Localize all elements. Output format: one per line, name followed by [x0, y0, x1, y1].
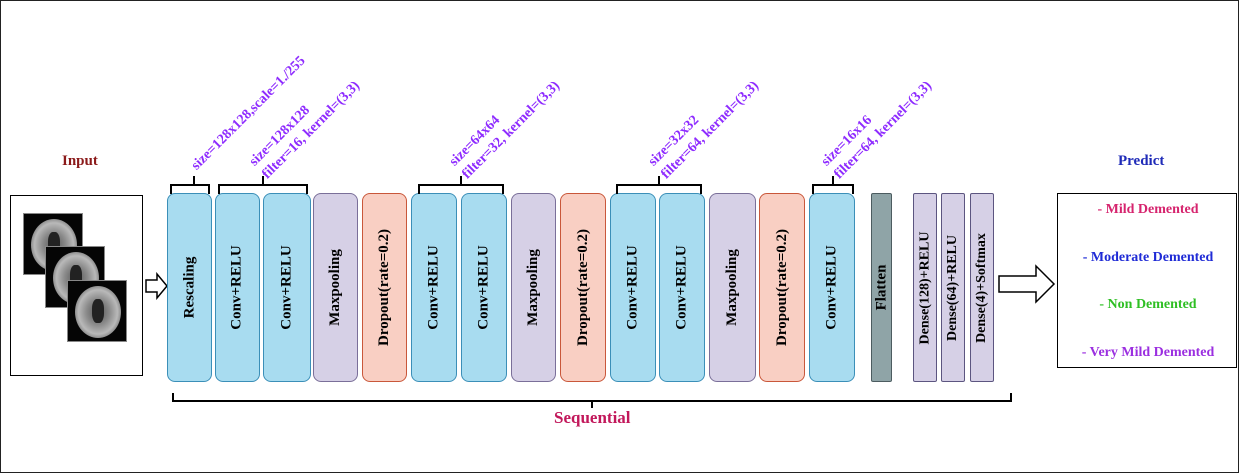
predict-title: Predict: [1118, 153, 1165, 169]
dropout-layer: Dropout(rate=0.2): [362, 193, 407, 382]
flatten-layer: Flatten: [871, 193, 892, 382]
layer-group-bracket: [616, 184, 702, 194]
conv-relu-layer: Conv+RELU: [809, 193, 855, 382]
conv-relu-layer: Conv+RELU: [263, 193, 311, 382]
maxpooling-layer: Maxpooling: [709, 193, 756, 382]
conv-relu-layer: Conv+RELU: [659, 193, 705, 382]
rescaling-layer: Rescaling: [167, 193, 212, 382]
mri-slice-image: [67, 280, 127, 342]
class-non-demented: - Non Demented: [1099, 297, 1197, 312]
bracket-tick: [832, 176, 834, 185]
class-moderate-demented: - Moderate Demented: [1082, 250, 1214, 265]
dense-layer: Dense(4)+Softmax: [970, 193, 994, 382]
dropout-layer: Dropout(rate=0.2): [759, 193, 805, 382]
bracket-tick: [591, 401, 593, 408]
layer-group-bracket: [418, 184, 504, 194]
sequential-title: Sequential: [554, 408, 631, 427]
dense-layer: Dense(128)+RELU: [913, 193, 937, 382]
output-arrow-icon: [998, 264, 1056, 304]
bracket-tick: [193, 176, 195, 185]
input-arrow-icon: [145, 272, 168, 300]
class-very-mild-demented: - Very Mild Demented: [1081, 345, 1215, 360]
dropout-layer: Dropout(rate=0.2): [560, 193, 606, 382]
layer-group-bracket: [170, 184, 210, 194]
input-title: Input: [62, 153, 98, 169]
bracket-tick: [460, 176, 462, 185]
layer-group-bracket: [812, 184, 854, 194]
maxpooling-layer: Maxpooling: [511, 193, 556, 382]
bracket-tick: [658, 176, 660, 185]
conv-relu-layer: Conv+RELU: [215, 193, 260, 382]
conv-relu-layer: Conv+RELU: [461, 193, 507, 382]
conv-relu-layer: Conv+RELU: [411, 193, 457, 382]
dense-layer: Dense(64)+RELU: [941, 193, 965, 382]
class-mild-demented: - Mild Demented: [1097, 202, 1199, 217]
maxpooling-layer: Maxpooling: [313, 193, 358, 382]
input-image-box: [10, 195, 143, 376]
bracket-tick: [262, 176, 264, 185]
prediction-classes-box: - Mild Demented - Moderate Demented - No…: [1057, 193, 1237, 368]
layer-group-bracket: [218, 184, 308, 194]
conv-relu-layer: Conv+RELU: [610, 193, 656, 382]
